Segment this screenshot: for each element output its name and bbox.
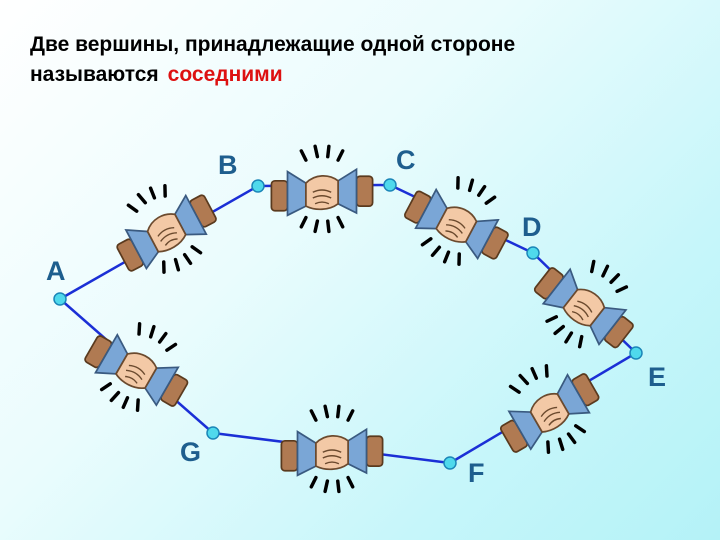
- title: Две вершины, принадлежащие одной стороне…: [30, 30, 515, 90]
- vertex-label-g: G: [180, 437, 202, 467]
- title-accent: соседними: [167, 63, 283, 86]
- handshakes: [71, 144, 655, 494]
- vertex-f: [443, 456, 457, 470]
- vertex-label-c: C: [396, 145, 416, 175]
- title-prefix: называются: [30, 63, 159, 86]
- handshake-icon: [480, 345, 615, 473]
- handshake-icon: [279, 404, 385, 494]
- vertex-a: [53, 292, 67, 306]
- title-line-1: Две вершины, принадлежащие одной стороне: [30, 33, 516, 56]
- vertex-e: [629, 346, 643, 360]
- vertex-d: [526, 246, 540, 260]
- vertices: [53, 178, 643, 470]
- vertex-label-f: F: [468, 458, 485, 488]
- vertex-c: [383, 178, 397, 192]
- handshake-icon: [98, 165, 231, 293]
- title-line-2: называются соседними: [30, 60, 515, 90]
- handshake-icon: [392, 157, 525, 285]
- vertex-label-d: D: [522, 212, 542, 242]
- vertex-label-a: A: [46, 256, 66, 286]
- vertex-g: [206, 426, 220, 440]
- vertex-label-e: E: [648, 362, 667, 392]
- vertex-label-b: B: [218, 150, 238, 180]
- handshake-icon: [269, 144, 375, 234]
- vertex-b: [251, 179, 265, 193]
- handshake-icon: [71, 303, 206, 431]
